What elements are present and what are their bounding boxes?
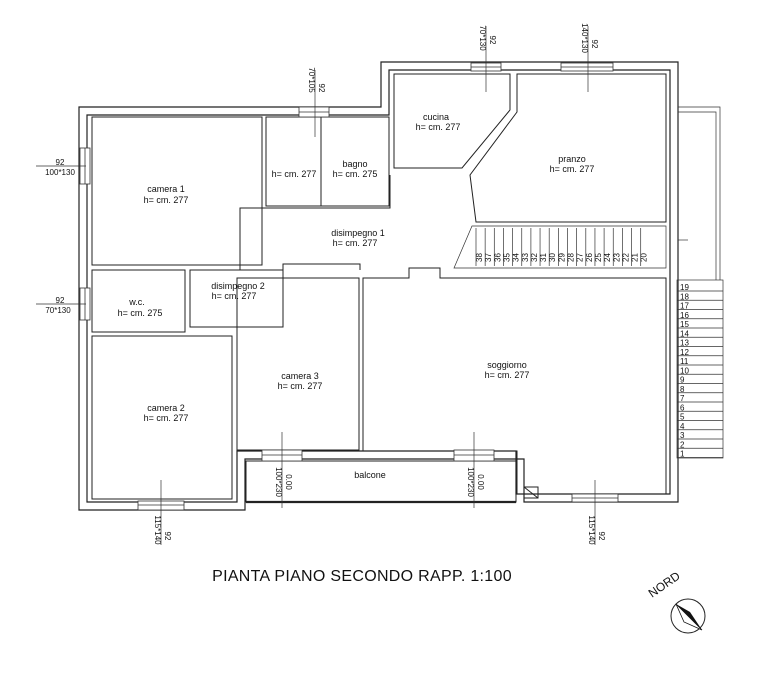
balcone-name: balcone bbox=[354, 470, 386, 480]
stair-number: 37 bbox=[484, 253, 493, 262]
stair-number: 24 bbox=[603, 253, 612, 262]
w-wc-sill: 92 bbox=[56, 296, 65, 305]
w-bagno-sill: 92 bbox=[317, 84, 326, 93]
stair-number: 28 bbox=[567, 253, 576, 262]
stair-number: 12 bbox=[680, 348, 689, 357]
stair-number: 35 bbox=[502, 253, 511, 262]
stair-number: 32 bbox=[530, 253, 539, 262]
stair-number: 8 bbox=[680, 385, 685, 394]
w-sogg-size: 115*140 bbox=[587, 515, 596, 545]
camera3-height: h= cm. 277 bbox=[278, 381, 323, 391]
stair-number: 23 bbox=[612, 253, 621, 262]
stair-right bbox=[676, 279, 724, 459]
camera1-name: camera 1 bbox=[147, 184, 185, 194]
room-labels: camera 1 h= cm. 277 h= cm. 277 bagno h= … bbox=[118, 112, 595, 480]
stair-number: 20 bbox=[640, 253, 649, 262]
stair-number: 31 bbox=[539, 253, 548, 262]
stair-number: 19 bbox=[680, 283, 689, 292]
w-wc-size: 70*130 bbox=[45, 306, 71, 315]
stair-top bbox=[453, 225, 667, 269]
w-sogg-sill: 92 bbox=[597, 532, 606, 541]
plan-title: PIANTA PIANO SECONDO RAPP. 1:100 bbox=[212, 568, 512, 585]
d-cam3-size: 100*230 bbox=[274, 467, 283, 497]
camera2-height: h= cm. 277 bbox=[144, 413, 189, 423]
pranzo-height: h= cm. 277 bbox=[550, 164, 595, 174]
disimpegno2-name: disimpegno 2 bbox=[211, 281, 265, 291]
stair-number: 18 bbox=[680, 292, 689, 301]
pranzo-name: pranzo bbox=[558, 154, 586, 164]
disimpegno1-name: disimpegno 1 bbox=[331, 228, 385, 238]
stair-number: 5 bbox=[680, 413, 685, 422]
stair-number: 11 bbox=[680, 357, 689, 366]
stair-number: 25 bbox=[594, 253, 603, 262]
wc-name: w.c. bbox=[128, 297, 145, 307]
stair-number: 36 bbox=[493, 253, 502, 262]
bagno-name: bagno bbox=[342, 159, 367, 169]
stair-number: 17 bbox=[680, 302, 689, 311]
window-labels: 92 100*130 92 70*130 92 70*105 92 70*130… bbox=[45, 23, 606, 545]
stair-number: 14 bbox=[680, 329, 689, 338]
d-sogg-size: 100*230 bbox=[466, 467, 475, 497]
disimpegno2-height: h= cm. 277 bbox=[212, 291, 257, 301]
w-pranzo-sill: 92 bbox=[590, 40, 599, 49]
stair-number: 26 bbox=[585, 253, 594, 262]
stair-number: 21 bbox=[631, 253, 640, 262]
stair-number: 34 bbox=[512, 253, 521, 262]
stair-number: 15 bbox=[680, 320, 689, 329]
stair-number: 27 bbox=[576, 253, 585, 262]
stair-number: 30 bbox=[548, 253, 557, 262]
window-symbols bbox=[79, 62, 619, 511]
stair-number: 2 bbox=[680, 440, 685, 449]
w-cam1-size: 100*130 bbox=[45, 168, 75, 177]
north-label: NORD bbox=[646, 569, 683, 601]
stair-number: 38 bbox=[475, 253, 484, 262]
camera3-name: camera 3 bbox=[281, 371, 319, 381]
w-bagno-size: 70*105 bbox=[307, 67, 316, 93]
stair-number: 29 bbox=[557, 253, 566, 262]
stair-number: 22 bbox=[621, 253, 630, 262]
stair-number: 7 bbox=[680, 394, 685, 403]
stair-number: 3 bbox=[680, 431, 685, 440]
camera1-height: h= cm. 277 bbox=[144, 195, 189, 205]
d-cam3-sill: 0.00 bbox=[284, 474, 293, 490]
camera2-name: camera 2 bbox=[147, 403, 185, 413]
soggiorno-height: h= cm. 277 bbox=[485, 370, 530, 380]
north-arrow: NORD bbox=[646, 569, 706, 634]
soggiorno-name: soggiorno bbox=[487, 360, 527, 370]
cucina-height: h= cm. 277 bbox=[416, 122, 461, 132]
bagno-left-height: h= cm. 277 bbox=[272, 169, 317, 179]
w-pranzo-size: 140*130 bbox=[580, 23, 589, 53]
dimension-lines bbox=[36, 26, 596, 545]
w-cucina-size: 70*130 bbox=[478, 25, 487, 51]
stair-number: 4 bbox=[680, 422, 685, 431]
interior-walls bbox=[91, 73, 667, 504]
exterior-walls bbox=[78, 61, 679, 511]
w-cam1-sill: 92 bbox=[56, 158, 65, 167]
w-cam2-sill: 92 bbox=[163, 532, 172, 541]
external-landing bbox=[678, 106, 721, 280]
stair-number: 33 bbox=[521, 253, 530, 262]
cucina-name: cucina bbox=[423, 112, 449, 122]
w-cam2-size: 115*140 bbox=[153, 515, 162, 545]
d-sogg-sill: 0.00 bbox=[476, 474, 485, 490]
wc-height: h= cm. 275 bbox=[118, 308, 163, 318]
stair-number: 13 bbox=[680, 339, 689, 348]
stair-number: 16 bbox=[680, 311, 689, 320]
stair-number: 9 bbox=[680, 376, 685, 385]
stair-number: 1 bbox=[680, 450, 685, 459]
bagno-height: h= cm. 275 bbox=[333, 169, 378, 179]
w-cucina-sill: 92 bbox=[488, 36, 497, 45]
stair-number: 10 bbox=[680, 366, 689, 375]
stair-number: 6 bbox=[680, 403, 685, 412]
disimpegno1-height: h= cm. 277 bbox=[333, 238, 378, 248]
